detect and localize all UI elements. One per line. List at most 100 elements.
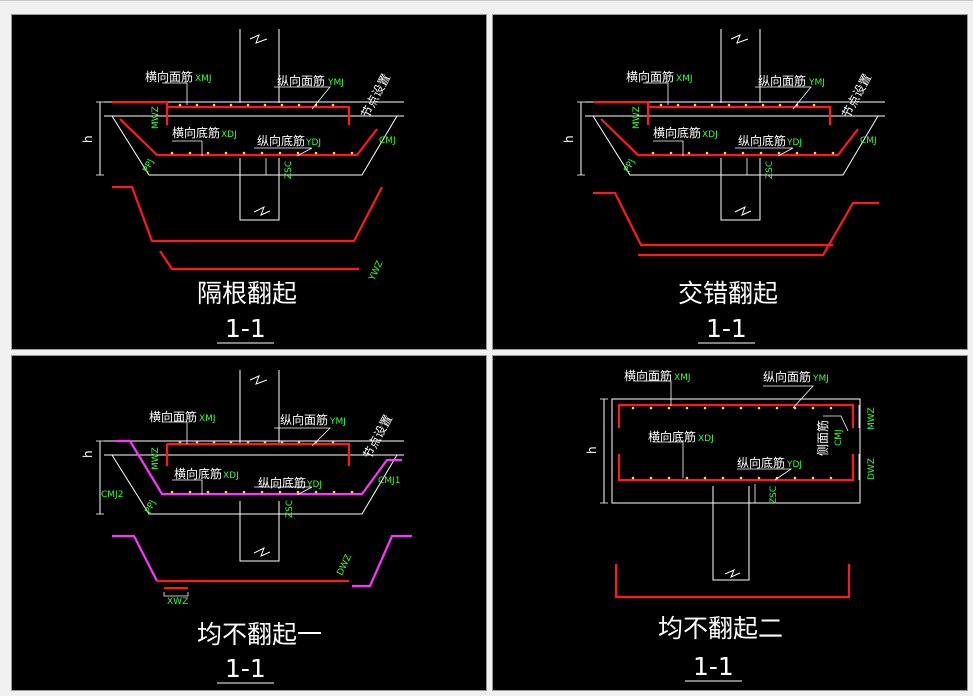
code-ppj: PPJ	[144, 499, 159, 515]
panel-title: 交错翻起	[678, 279, 778, 308]
label-bottom-longitudinal: 纵向底筋	[258, 475, 306, 490]
top-rebar-dots	[659, 103, 816, 107]
ydj-leader	[254, 147, 313, 157]
ymj-leader	[274, 427, 331, 447]
code-ydj: YDJ	[786, 460, 802, 470]
code-mwz: MWZ	[867, 407, 877, 430]
cmj-leader	[823, 415, 849, 432]
xmj-leader	[633, 380, 672, 406]
top-rebar-dots	[178, 103, 335, 107]
label-node-setting: 节点设置	[358, 71, 393, 120]
code-ymj: YMJ	[808, 78, 825, 88]
xmj-leader	[643, 82, 669, 105]
xmj-leader	[162, 82, 188, 105]
label-bottom-longitudinal: 纵向底筋	[737, 455, 785, 470]
code-ppj: PPJ	[623, 158, 638, 174]
bottom-rebar	[617, 454, 855, 482]
section-label: 1-1	[693, 652, 734, 681]
code-ymj: YMJ	[327, 78, 344, 88]
code-ymj: YMJ	[329, 417, 346, 427]
pile-outline	[720, 158, 761, 221]
label-top-transverse: 横向面筋	[149, 409, 197, 424]
ymj-leader	[763, 385, 814, 409]
label-node-setting: 节点设置	[360, 412, 395, 461]
top-rebar-dots	[178, 440, 335, 444]
diagram-no-bend-two: h MWZ DWZ ZSC 横向面筋 XMJ 纵向面筋 YMJ 横向底筋 XDJ…	[585, 368, 877, 682]
cap-outline	[611, 398, 861, 504]
code-xdj: XDJ	[223, 471, 239, 481]
code-dwz: DWZ	[867, 458, 877, 480]
top-rebar	[617, 403, 855, 428]
code-cmj: CMJ	[834, 429, 844, 446]
pile-outline	[239, 158, 280, 221]
code-zsc: ZSC	[284, 161, 294, 179]
panel-title: 均不翻起一	[197, 620, 322, 649]
panel-title: 均不翻起二	[658, 614, 783, 643]
section-label: 1-1	[225, 654, 266, 683]
code-ydj: YDJ	[786, 138, 802, 148]
column-break-mark	[730, 34, 749, 44]
dim-h-label: h	[81, 450, 95, 458]
bottom-rebar-dots	[170, 490, 354, 494]
xdj-leader	[172, 479, 203, 495]
label-bottom-transverse: 横向底筋	[653, 125, 701, 140]
xdj-leader	[653, 140, 684, 156]
panel-title: 隔根翻起	[197, 279, 297, 308]
bottom-rebar	[119, 118, 378, 157]
label-bottom-transverse: 横向底筋	[648, 429, 696, 444]
column-break-mark	[249, 375, 268, 385]
label-top-transverse: 横向面筋	[145, 69, 193, 84]
code-xdj: XDJ	[698, 434, 714, 444]
code-mwz: MWZ	[632, 106, 642, 129]
ydj-leader	[735, 147, 794, 157]
detail-side-rebar-left	[112, 534, 158, 582]
detail-rebar-2	[638, 201, 879, 257]
code-xdj: XDJ	[702, 130, 718, 140]
label-top-longitudinal: 纵向面筋	[277, 73, 325, 88]
dim-h-label: h	[585, 446, 599, 454]
detail-rebar-2	[159, 250, 359, 271]
detail-rebar-1	[112, 185, 383, 243]
code-xdj: XDJ	[221, 130, 237, 140]
label-top-transverse: 横向面筋	[626, 69, 674, 84]
panel-no-bend-one: h 横向面筋 XMJ 纵向面筋 YMJ 横向底筋 XDJ 纵向底筋 YDJ 节点…	[11, 355, 487, 691]
bottom-rebar-dots	[170, 151, 354, 155]
column-break-mark	[249, 34, 268, 44]
code-zsc: ZSC	[765, 161, 775, 179]
cap-outline	[111, 115, 398, 176]
code-ymj: YMJ	[812, 374, 829, 384]
panel-alternate-bend: h 横向面筋 XMJ 纵向面筋 YMJ 横向底筋 XDJ 纵向底筋 YDJ 节点…	[11, 14, 487, 350]
diagram-staggered-bend: h 横向面筋 XMJ 纵向面筋 YMJ 横向底筋 XDJ 纵向底筋 YDJ 节点…	[562, 29, 885, 344]
code-dwz: DWZ	[336, 553, 354, 577]
diagram-alternate-bend: h 横向面筋 XMJ 纵向面筋 YMJ 横向底筋 XDJ 纵向底筋 YDJ 节点…	[81, 29, 404, 344]
section-label: 1-1	[225, 314, 266, 343]
cap-outline	[592, 115, 879, 176]
code-cmj2: CMJ2	[101, 490, 123, 500]
xdj-leader	[172, 140, 203, 156]
bottom-rebar	[600, 118, 859, 157]
code-xwz: XWZ	[167, 597, 188, 607]
panel-staggered-bend: h 横向面筋 XMJ 纵向面筋 YMJ 横向底筋 XDJ 纵向底筋 YDJ 节点…	[492, 14, 968, 350]
code-cmj: CMJ	[379, 136, 396, 146]
code-cmj: CMJ	[860, 136, 877, 146]
code-zsc: ZSC	[285, 500, 295, 518]
top-rebar-dots	[631, 406, 833, 410]
detail-rebar-1	[593, 191, 833, 247]
label-bottom-longitudinal: 纵向底筋	[257, 133, 305, 148]
cap-outline	[111, 454, 398, 515]
label-top-longitudinal: 纵向面筋	[280, 412, 328, 427]
pile-break-mark	[724, 569, 741, 578]
code-ywz: YWZ	[367, 259, 385, 283]
ydj-leader	[737, 468, 793, 481]
pile-outline	[712, 486, 750, 581]
label-top-longitudinal: 纵向面筋	[763, 369, 811, 384]
xwz-dim	[163, 592, 189, 597]
label-top-transverse: 横向面筋	[624, 368, 672, 383]
code-xmj: XMJ	[674, 373, 691, 383]
label-top-longitudinal: 纵向面筋	[758, 73, 806, 88]
label-side-bar: 侧面筋	[815, 420, 830, 456]
code-ydj: YDJ	[305, 138, 321, 148]
detail-side-rebar-right	[352, 534, 412, 588]
code-ydj: YDJ	[306, 480, 322, 490]
detail-rebar	[614, 564, 851, 599]
